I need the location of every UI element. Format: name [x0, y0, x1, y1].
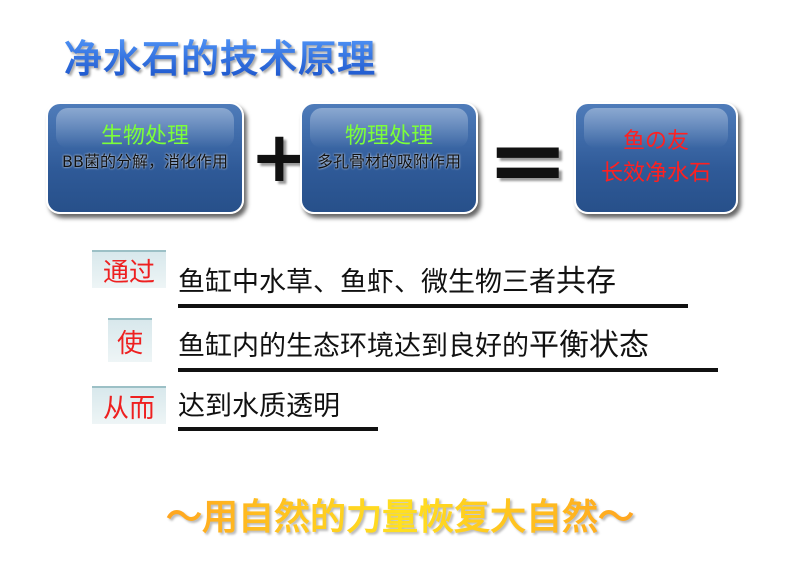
label-through: 通过: [92, 250, 166, 288]
product-brand: 鱼の友: [622, 129, 689, 154]
statement-text: 鱼缸内的生态环境达到良好的: [178, 331, 529, 362]
statement-row: 鱼缸中水草、鱼虾、微生物三者共存: [178, 256, 688, 308]
label-thereby: 从而: [92, 386, 166, 424]
box-text: BB菌的分解，消化作用: [62, 152, 228, 171]
physical-treatment-box: 物理处理 多孔骨材的吸附作用: [300, 102, 478, 214]
product-name: 长效净水石: [600, 161, 711, 186]
motto: ～用自然的力量恢复大自然～: [120, 488, 680, 540]
statement-row: 鱼缸内的生态环境达到良好的平衡状态: [178, 320, 718, 372]
plus-sign: +: [250, 116, 309, 198]
equals-sign: =: [486, 108, 570, 213]
box-heading: 物理处理: [344, 124, 433, 149]
biological-treatment-box: 生物处理 BB菌的分解，消化作用: [46, 102, 244, 214]
box-heading: 生物处理: [100, 124, 189, 149]
slide-title: 净水石的技术原理: [64, 28, 376, 83]
box-text: 多孔骨材的吸附作用: [316, 152, 461, 171]
statement-text: 鱼缸中水草、鱼虾、微生物三者: [178, 267, 556, 298]
statement-text: 达到水质透明: [178, 391, 340, 422]
label-make: 使: [108, 318, 152, 362]
statement-emphasis: 平衡状态: [529, 328, 649, 363]
product-box: 鱼の友 长效净水石: [574, 102, 738, 214]
statement-row: 达到水质透明: [178, 384, 378, 431]
statement-emphasis: 共存: [556, 264, 616, 299]
